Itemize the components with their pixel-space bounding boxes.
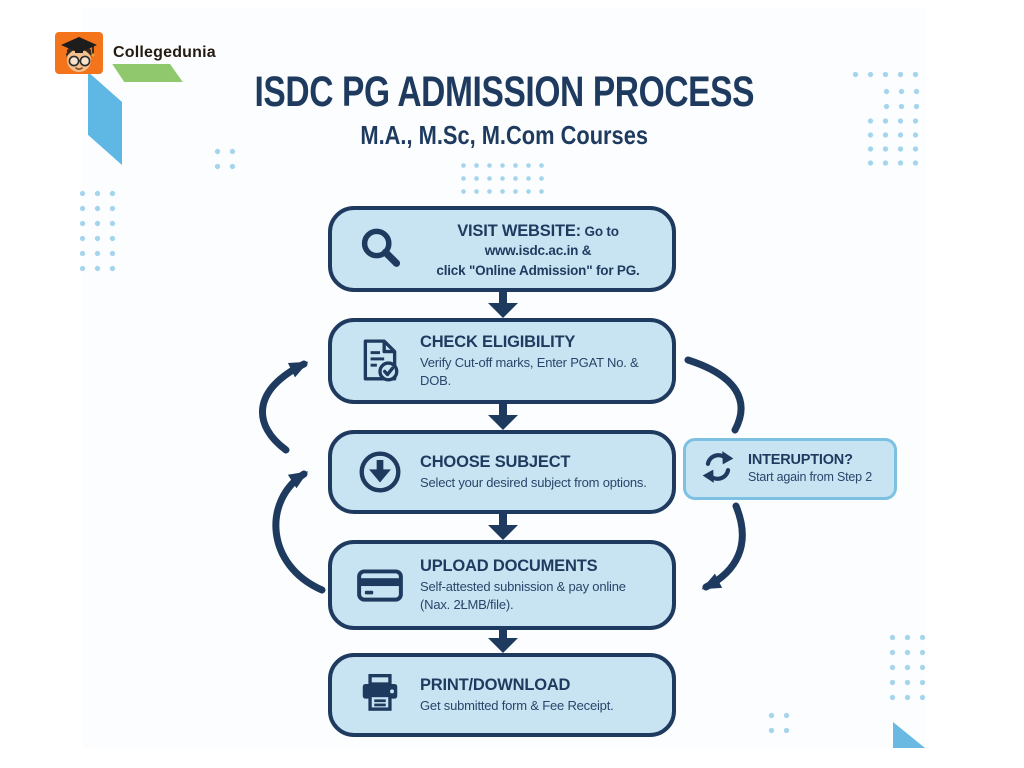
interruption-box: INTERUPTION? Start again from Step 2 [683,438,897,500]
search-icon [356,227,404,271]
interruption-text: INTERUPTION? Start again from Step 2 [748,452,872,486]
step-box-visit-website: VISIT WEBSITE: Go to www.isdc.ac.in & cl… [328,206,676,292]
dot-grid-topright-c [863,114,925,172]
step-title: CHECK ELIGIBILITY [420,332,576,351]
page-subtitle: M.A., M.Sc, M.Com Courses [360,120,648,150]
step-text: VISIT WEBSITE: Go to www.isdc.ac.in & cl… [420,218,656,281]
brand-header: Collegedunia [55,32,216,74]
dot-grid-bottomright [885,630,931,706]
step-box-print-download: PRINT/DOWNLOAD Get submitted form & Fee … [328,653,676,737]
step-title: CHOOSE SUBJECT [420,452,571,471]
step-desc-2: (Nax. 2ŁMB/file). [420,596,514,612]
interruption-title: INTERUPTION? [748,452,853,469]
step-desc: Self-attested subnission & pay online [420,578,626,594]
dot-grid-small-bottom [764,708,794,738]
step-text: PRINT/DOWNLOAD Get submitted form & Fee … [420,676,656,715]
dot-grid-small-left [210,144,240,174]
step-box-check-eligibility: CHECK ELIGIBILITY Verify Cut-off marks, … [328,318,676,404]
step-box-choose-subject: CHOOSE SUBJECT Select your desired subje… [328,430,676,514]
step-text: UPLOAD DOCUMENTS Self-attested subnissio… [420,557,656,613]
step-desc: Select your desired subject from options… [420,474,647,490]
step-text: CHECK ELIGIBILITY Verify Cut-off marks, … [420,333,656,389]
step-desc: click "Online Admission" for PG. [436,263,640,279]
step-title: VISIT WEBSITE: [457,221,581,240]
document-check-icon [356,338,404,384]
step-desc: Verify Cut-off marks, Enter PGAT No. & D… [420,354,639,388]
dot-grid-left [75,186,121,276]
step-text: CHOOSE SUBJECT Select your desired subje… [420,453,656,492]
refresh-icon [700,449,736,490]
step-desc: Get submitted form & Fee Receipt. [420,697,614,713]
graduate-mascot-icon [55,32,103,74]
page-title: ISDC PG ADMISSION PROCESS [254,68,754,116]
interruption-desc: Start again from Step 2 [748,470,872,485]
step-title: PRINT/DOWNLOAD [420,675,571,694]
printer-icon [356,672,404,718]
brand-name: Collegedunia [113,44,216,61]
green-parallelogram-shape [112,63,183,83]
credit-card-icon [356,564,404,606]
dot-grid-topright-a [848,67,926,83]
arrow-down-circle-icon [356,449,404,495]
dot-grid-center [457,159,549,199]
dot-grid-topright-b [879,84,926,116]
step-box-upload-documents: UPLOAD DOCUMENTS Self-attested subnissio… [328,540,676,630]
step-title: UPLOAD DOCUMENTS [420,556,598,575]
